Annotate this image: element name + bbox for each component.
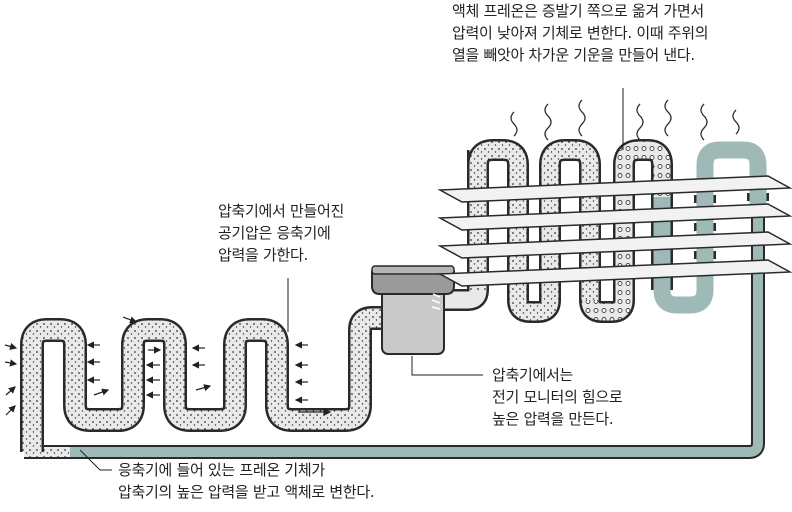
compressor-leader bbox=[411, 356, 483, 376]
condenser-label-line-1: 응축기에 들어 있는 프레온 기체가 bbox=[118, 461, 325, 479]
compressor-label-line-2: 전기 모니터의 힘으로 bbox=[492, 388, 623, 406]
compressor-label-line-1: 압축기에서는 bbox=[492, 366, 574, 384]
compressed-gas-label-line-3: 압력을 가한다. bbox=[218, 246, 308, 264]
evaporator-label: 액체 프레온은 증발기 쪽으로 옮겨 가면서 압력이 낮아져 기체로 변한다. … bbox=[452, 0, 709, 66]
compressor-label-line-3: 높은 압력을 만든다. bbox=[492, 410, 614, 428]
air-flow-arrows bbox=[4, 316, 308, 416]
compressor-outlet-pipe bbox=[440, 150, 489, 311]
compressor-label: 압축기에서는 전기 모니터의 힘으로 높은 압력을 만든다. bbox=[492, 364, 623, 430]
compressed-gas-label-line-2: 공기압은 응축기에 bbox=[218, 224, 331, 242]
compressed-gas-label-line-1: 압축기에서 만들어진 bbox=[218, 202, 344, 220]
leader-lines bbox=[79, 88, 624, 471]
evaporator-fins bbox=[437, 175, 792, 287]
condenser-leader bbox=[79, 449, 112, 471]
condenser-label: 응축기에 들어 있는 프레온 기체가 압축기의 높은 압력을 받고 액체로 변한… bbox=[118, 459, 375, 503]
evaporator-label-line-3: 열을 빼앗아 차가운 기운을 만들어 낸다. bbox=[452, 46, 695, 64]
condenser-label-line-2: 압축기의 높은 압력을 받고 액체로 변한다. bbox=[118, 483, 375, 501]
evaporator-coil-fronts bbox=[467, 193, 769, 300]
condenser-coil bbox=[20, 306, 384, 452]
evaporator-label-line-2: 압력이 낮아져 기체로 변한다. 이때 주위의 bbox=[452, 24, 709, 42]
compressor bbox=[371, 265, 455, 355]
cold-vapor-wisps bbox=[510, 99, 740, 141]
evaporator-label-line-1: 액체 프레온은 증발기 쪽으로 옮겨 가면서 bbox=[452, 2, 704, 20]
compressed-gas-label: 압축기에서 만들어진 공기압은 응축기에 압력을 가한다. bbox=[218, 200, 344, 266]
